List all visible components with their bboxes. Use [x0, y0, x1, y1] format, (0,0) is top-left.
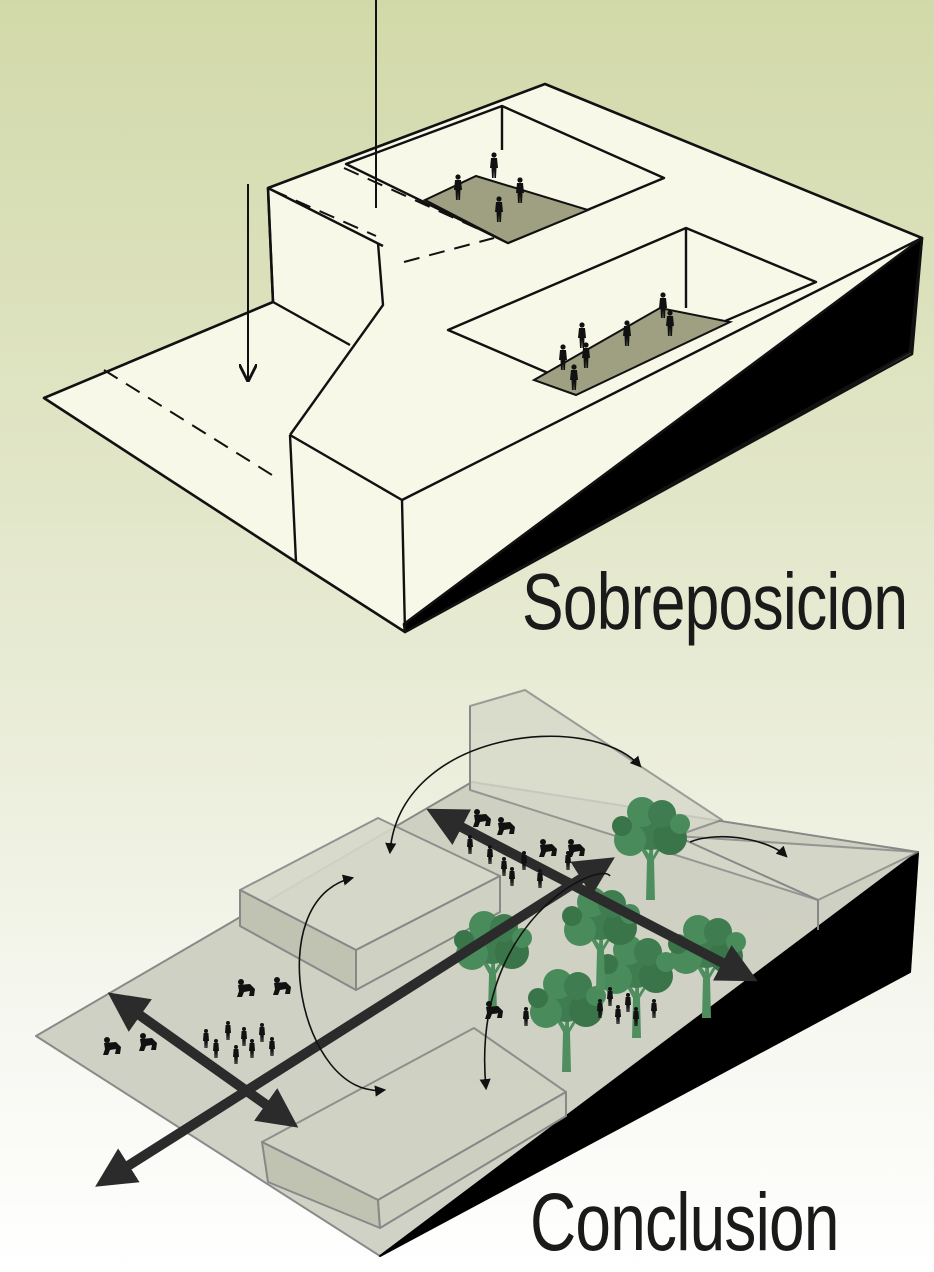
curved-arrow-icon — [298, 735, 788, 1097]
courtyard-floor-2 — [531, 306, 734, 397]
diagram-label-upper: Sobreposicion — [522, 557, 908, 646]
upper-edges — [266, 104, 923, 633]
dashed-lines — [103, 167, 495, 481]
diagram-label-lower: Conclusion — [530, 1177, 839, 1268]
